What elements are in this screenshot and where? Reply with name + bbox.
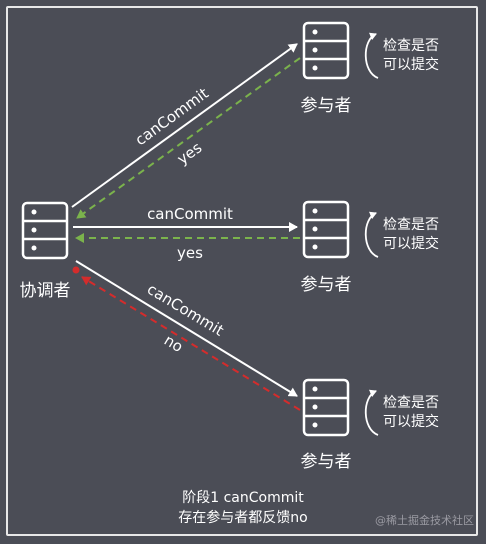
participant-3-label: 参与者 bbox=[301, 452, 352, 472]
phase-caption-line1: 阶段1 canCommit bbox=[182, 490, 304, 506]
yes-arrow-1 bbox=[76, 57, 301, 219]
no-label-3: no bbox=[161, 331, 186, 356]
participant-2-server-icon bbox=[302, 200, 350, 259]
watermark: @稀土掘金技术社区 bbox=[375, 514, 474, 527]
coordinator-label: 协调者 bbox=[20, 281, 71, 301]
yes-label-2: yes bbox=[177, 244, 203, 262]
participant-3-check-line2: 可以提交 bbox=[383, 413, 439, 430]
participant-1-check-line2: 可以提交 bbox=[383, 56, 439, 73]
participant-2-check-line1: 检查是否 bbox=[383, 217, 439, 233]
participant-3-server-icon bbox=[302, 378, 350, 437]
participant-1-self-check-arrow bbox=[364, 32, 379, 79]
phase-caption-line2: 存在参与者都反馈no bbox=[178, 510, 308, 526]
diagram-frame bbox=[6, 6, 478, 536]
participant-2-self-check-arrow bbox=[364, 211, 379, 258]
cancommit-arrow-3 bbox=[75, 260, 298, 397]
participant-3-check-line1: 检查是否 bbox=[383, 395, 439, 411]
cancommit-arrow-1 bbox=[71, 43, 298, 208]
yes-label-1: yes bbox=[174, 138, 206, 168]
no-endpoint-dot bbox=[72, 266, 80, 274]
cancommit-label-1: canCommit bbox=[132, 84, 212, 149]
participant-1-label: 参与者 bbox=[301, 96, 352, 116]
no-arrow-3 bbox=[81, 276, 301, 411]
participant-2-label: 参与者 bbox=[301, 275, 352, 295]
participant-3-self-check-arrow bbox=[364, 389, 379, 436]
participant-1-check-line1: 检查是否 bbox=[383, 38, 439, 54]
cancommit-label-2: canCommit bbox=[147, 205, 233, 223]
participant-1-server-icon bbox=[302, 21, 350, 80]
phase-caption: 阶段1 canCommit 存在参与者都反馈no bbox=[0, 488, 486, 528]
participant-2-check-line2: 可以提交 bbox=[383, 235, 439, 252]
coordinator-server-icon bbox=[21, 201, 69, 260]
